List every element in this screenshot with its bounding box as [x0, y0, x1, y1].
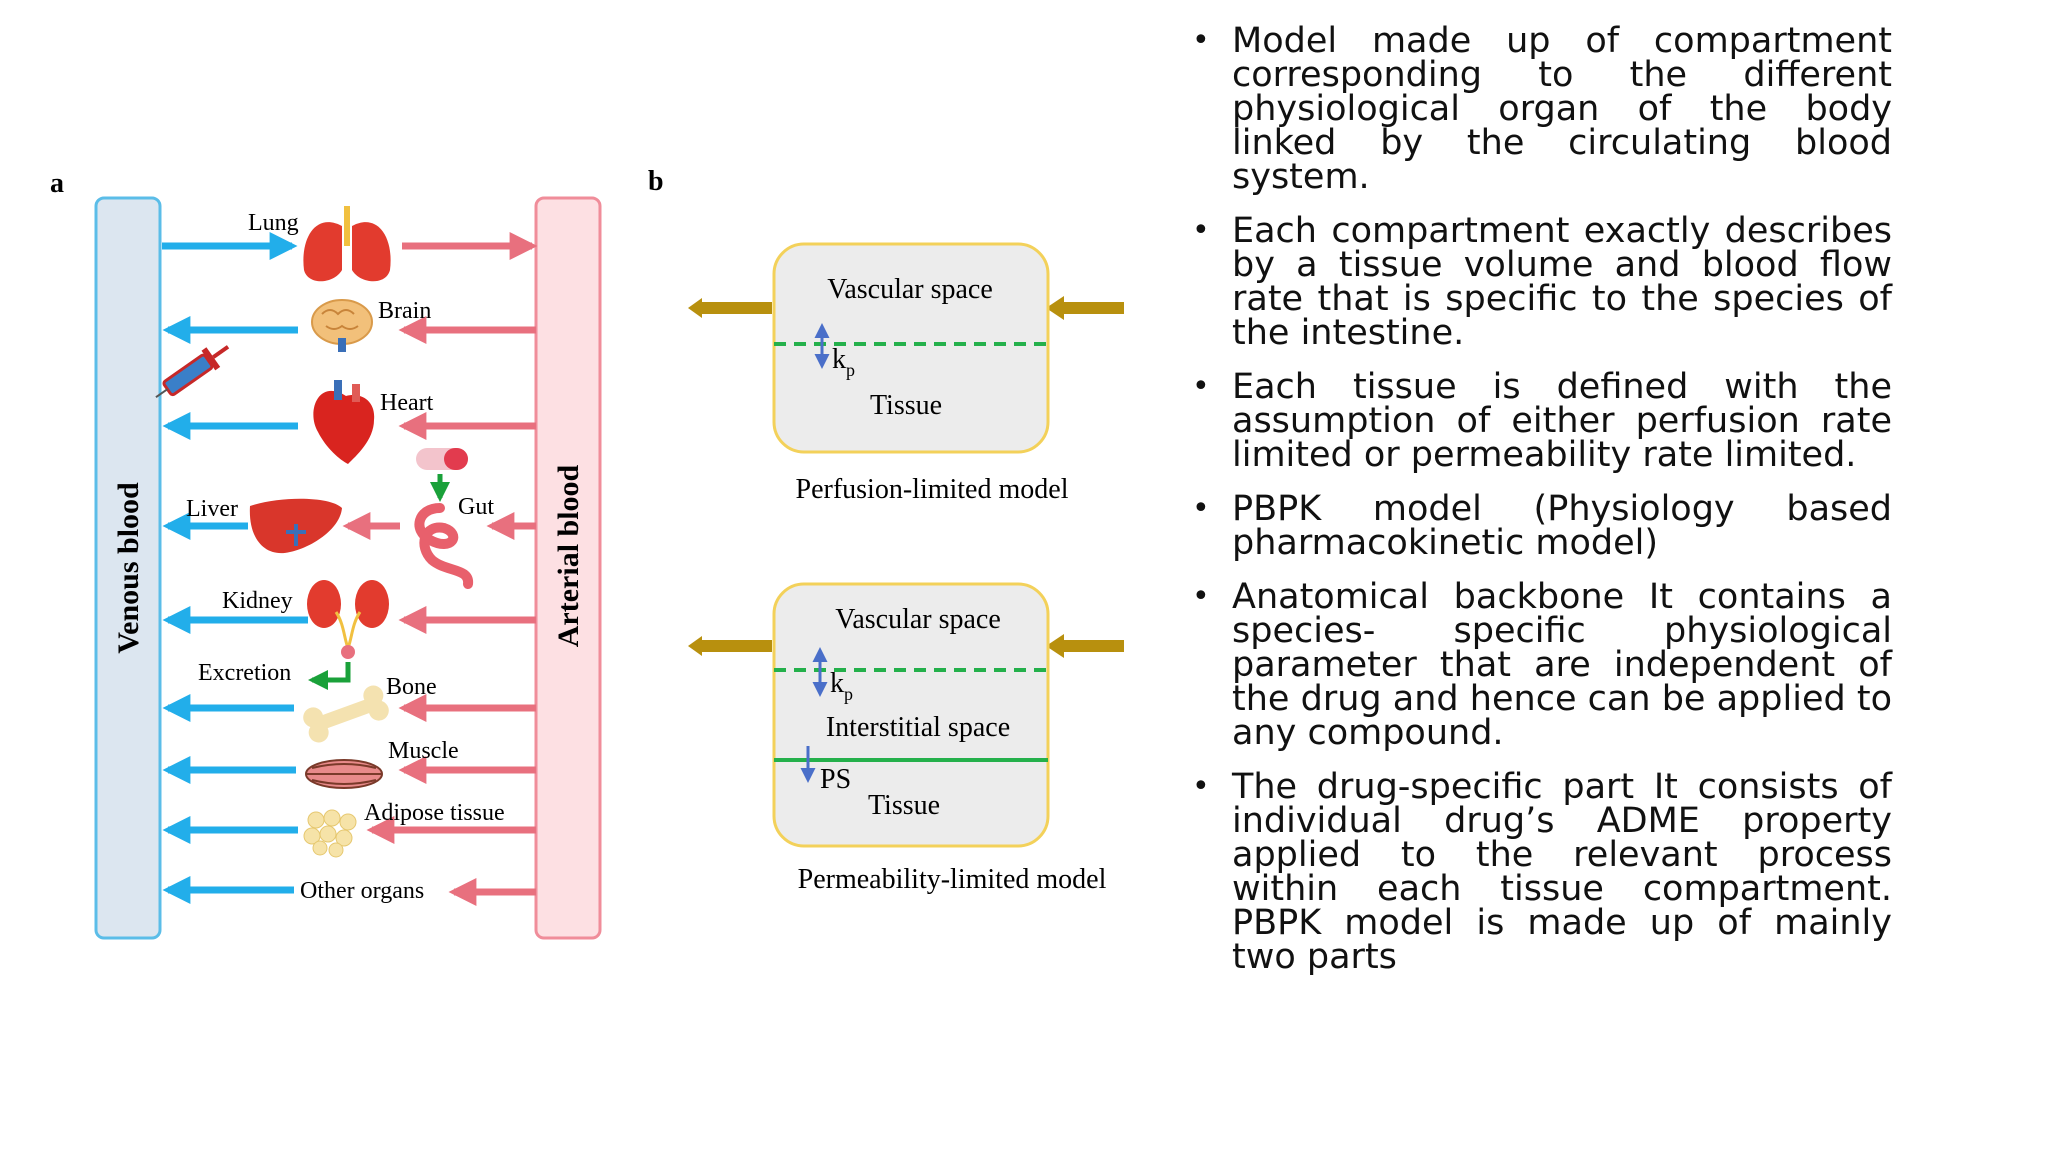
perfusion-caption: Perfusion-limited model: [796, 474, 1069, 505]
organ-label-muscle: Muscle: [388, 738, 459, 764]
bullet-dot: •: [1192, 23, 1210, 58]
bullet-item: • Each compartment exactly describes by a…: [1192, 211, 1892, 353]
bullet-dot: •: [1192, 213, 1210, 248]
permeability-vascular-label: Vascular space: [835, 604, 1001, 635]
syringe-icon: [155, 345, 230, 399]
bullet-text: Model made up of compartment correspondi…: [1232, 21, 1892, 197]
bullet-text: Anatomical backbone It contains a specie…: [1232, 577, 1892, 753]
bone-icon: [303, 685, 389, 743]
organ-label-other: Other organs: [300, 878, 424, 904]
liver-icon: [249, 498, 342, 554]
organ-label-excretion: Excretion: [198, 660, 291, 686]
permeability-kp-subscript: p: [844, 684, 853, 704]
bullet-item: • Each tissue is defined with the assumpt…: [1192, 367, 1892, 475]
bullet-text: The drug-specific part It consists of in…: [1232, 767, 1892, 977]
permeability-limited-model: Vascular space kp Interstitial space PS …: [688, 582, 1124, 895]
perfusion-kp-subscript: p: [846, 360, 855, 380]
perfusion-kp-label: k: [832, 344, 846, 375]
organ-label-liver: Liver: [186, 496, 238, 522]
arterial-blood-bar: [534, 196, 602, 940]
svg-text:kp: kp: [830, 668, 853, 704]
arterial-blood-label: Arterial blood: [552, 464, 585, 647]
permeability-ps-label: PS: [820, 764, 851, 795]
panel-a-label: a: [50, 168, 64, 199]
permeability-compartment-box: [772, 582, 1050, 848]
heart-icon: [313, 380, 375, 464]
organ-label-adipose: Adipose tissue: [364, 800, 505, 826]
permeability-tissue-label: Tissue: [868, 790, 940, 821]
bullet-dot: •: [1192, 369, 1210, 404]
bullet-text: Each compartment exactly describes by a …: [1232, 211, 1892, 353]
lungs-icon: [303, 206, 391, 282]
perfusion-vascular-label: Vascular space: [827, 274, 993, 305]
permeability-interstitial-label: Interstitial space: [826, 712, 1010, 743]
organ-label-heart: Heart: [380, 390, 434, 416]
organ-label-kidney: Kidney: [222, 588, 293, 614]
bullet-item: • Model made up of compartment correspond…: [1192, 21, 1892, 197]
intestine-icon: [414, 503, 473, 589]
bullet-dot: •: [1192, 579, 1210, 614]
bullet-text: Each tissue is defined with the assumpti…: [1232, 367, 1892, 475]
venous-blood-label: Venous blood: [112, 482, 145, 654]
kidneys-icon: [307, 580, 389, 659]
perfusion-tissue-label: Tissue: [870, 390, 942, 421]
bullet-dot: •: [1192, 769, 1210, 804]
venous-blood-bar: [94, 196, 162, 940]
svg-text:kp: kp: [832, 344, 855, 380]
brain-icon: [311, 299, 373, 352]
perfusion-limited-model: Vascular space kp Tissue Perfusion-limit…: [688, 242, 1124, 505]
bullet-item: • The drug-specific part It consists of i…: [1192, 767, 1892, 977]
bullet-item: • Anatomical backbone It contains a speci…: [1192, 577, 1892, 753]
panel-b-label: b: [648, 166, 664, 197]
bullet-dot: •: [1192, 491, 1210, 526]
muscle-icon: [305, 759, 383, 789]
pill-icon: [416, 448, 468, 470]
perfusion-compartment-box: [772, 242, 1050, 454]
organ-label-brain: Brain: [378, 298, 431, 324]
organ-label-lung: Lung: [248, 210, 299, 236]
organ-label-bone: Bone: [386, 674, 437, 700]
permeability-kp-label: k: [830, 668, 844, 699]
bullet-item: • PBPK model (Physiology based pharmacoki…: [1192, 489, 1892, 563]
permeability-caption: Permeability-limited model: [798, 864, 1107, 895]
pbpk-diagram: a Venous blood Arterial blood Lung Brain…: [50, 166, 1124, 940]
bullet-list: • Model made up of compartment correspond…: [1192, 24, 1892, 994]
fat-cells-icon: [303, 809, 357, 858]
bullet-text: PBPK model (Physiology based pharmacokin…: [1232, 489, 1892, 563]
organ-label-gut: Gut: [458, 494, 494, 520]
excretion-arrow: [308, 662, 351, 690]
